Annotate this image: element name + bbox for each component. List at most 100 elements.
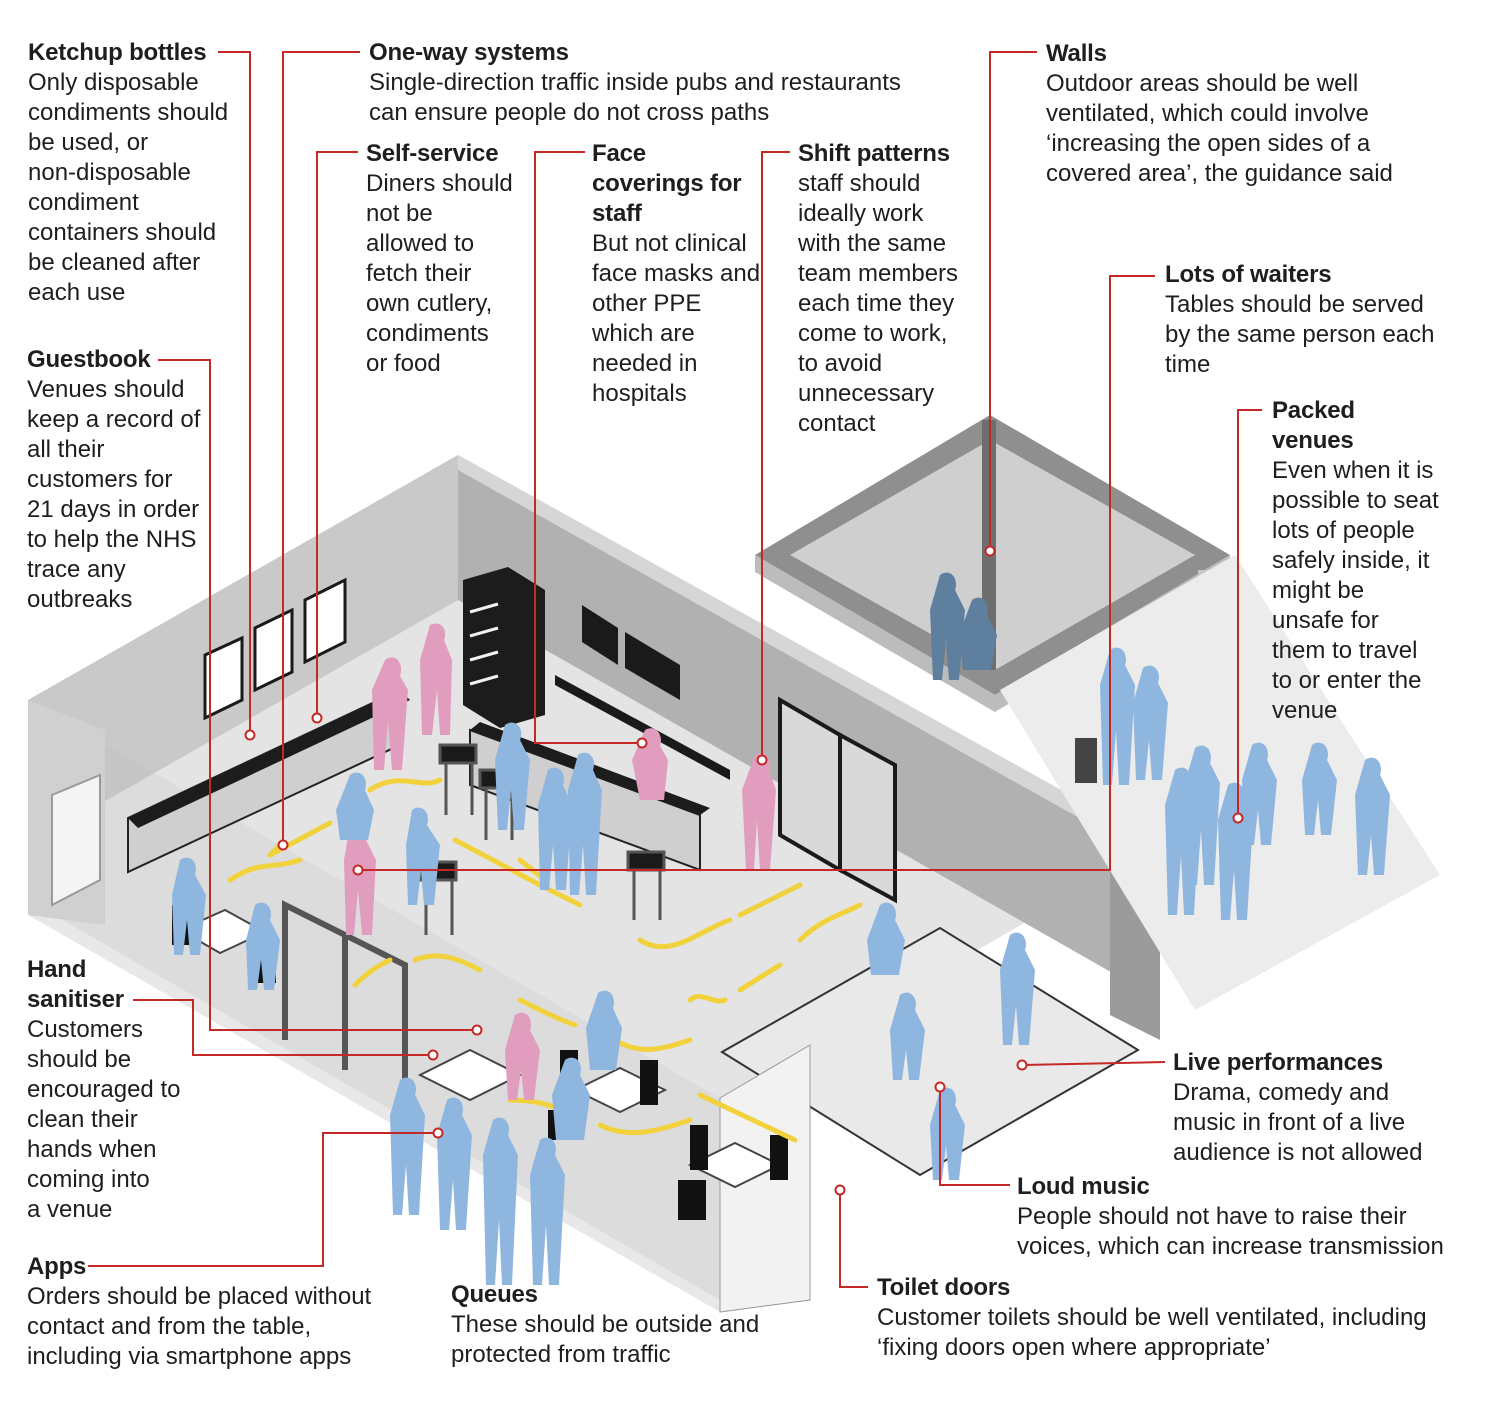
callout-line: clean their <box>27 1106 138 1133</box>
leader-live <box>1021 1061 1166 1066</box>
callout-loud-music: Loud music People should not have to rai… <box>1017 1172 1444 1262</box>
callout-line: condiment <box>28 189 139 216</box>
callout-line: Even when it is <box>1272 457 1434 484</box>
callout-line: covered area’, the guidance said <box>1046 160 1393 187</box>
callout-walls: Walls Outdoor areas should be well venti… <box>1046 39 1393 189</box>
callout-title: Hand <box>27 956 87 983</box>
callout-line: to or enter the <box>1272 667 1422 694</box>
callout-line: each time they <box>798 290 955 317</box>
callout-line: with the same <box>798 230 947 257</box>
callout-line: keep a record of <box>27 406 201 433</box>
callout-title: Lots of waiters <box>1165 261 1332 288</box>
leader-ketchup <box>218 51 251 735</box>
callout-line: Orders should be placed without <box>27 1283 372 1310</box>
leader-guestbook <box>158 359 477 1031</box>
callout-title: Shift patterns <box>798 140 950 167</box>
callout-line: Single-direction traffic inside pubs and… <box>369 69 901 96</box>
callout-line: contact and from the table, <box>27 1313 312 1340</box>
leader-oneway <box>282 51 360 845</box>
callout-line: not be <box>366 200 433 227</box>
callout-line: to help the NHS <box>27 526 197 553</box>
staff-figures <box>344 623 776 1100</box>
callout-title: Packed <box>1272 397 1355 424</box>
callout-line: Only disposable <box>28 69 199 96</box>
callout-line: unnecessary <box>798 380 935 407</box>
callout-title: sanitiser <box>27 986 124 1013</box>
callout-line: be cleaned after <box>28 249 201 276</box>
callout-line: which are <box>592 320 695 347</box>
leader-face <box>534 151 642 744</box>
callout-line: trace any <box>27 556 126 583</box>
callout-line: Diners should <box>366 170 513 197</box>
toilet-area <box>719 1044 811 1313</box>
callout-live-performances: Live performances Drama, comedy and musi… <box>1173 1048 1423 1168</box>
callout-line: ideally work <box>798 200 924 227</box>
leader-waiters <box>358 275 1155 871</box>
callout-line: team members <box>798 260 959 287</box>
callout-line: music in front of a live <box>1173 1109 1406 1136</box>
callout-title: coverings for <box>592 170 742 197</box>
callout-face-coverings: Face coverings for staff But not clinica… <box>592 139 760 409</box>
callout-line: voices, which can increase transmission <box>1017 1233 1444 1260</box>
bar-stools <box>418 743 666 935</box>
callout-line: These should be outside and <box>451 1311 760 1338</box>
callout-line: Tables should be served <box>1165 291 1424 318</box>
callout-line: customers for <box>27 466 173 493</box>
callout-line: a venue <box>27 1196 113 1223</box>
callout-toilet-doors: Toilet doors Customer toilets should be … <box>877 1273 1427 1363</box>
callout-line: possible to seat <box>1272 487 1439 514</box>
callout-line: But not clinical <box>592 230 747 257</box>
callout-hand-sanitiser: Hand sanitiser Customers should be encou… <box>27 955 180 1225</box>
callout-line: Drama, comedy and <box>1173 1079 1390 1106</box>
callout-queues: Queues These should be outside and prote… <box>451 1280 759 1370</box>
callout-line: coming into <box>27 1166 150 1193</box>
callout-line: including via smartphone apps <box>27 1343 352 1370</box>
wall-dispenser <box>1075 738 1097 783</box>
fridge-shelves <box>469 602 499 686</box>
callout-line: 21 days in order <box>27 496 200 523</box>
callout-line: should be <box>27 1046 132 1073</box>
callout-self-service: Self-service Diners should not be allowe… <box>366 139 513 379</box>
callout-title: Ketchup bottles <box>28 39 207 66</box>
fridge <box>463 567 545 728</box>
right-wall-top <box>458 455 1160 852</box>
callout-line: be used, or <box>28 129 149 156</box>
callout-line: Venues should <box>27 376 185 403</box>
callout-title: Face <box>592 140 646 167</box>
callout-line: audience is not allowed <box>1173 1139 1423 1166</box>
leader-selfservice <box>316 151 358 718</box>
callout-line: to avoid <box>798 350 883 377</box>
callout-line: other PPE <box>592 290 702 317</box>
leader-dots <box>244 545 1244 1196</box>
callout-line: ventilated, which could involve <box>1046 100 1369 127</box>
callout-line: Customer toilets should be well ventilat… <box>877 1304 1427 1331</box>
leader-shift <box>761 151 790 760</box>
callout-line: condiments should <box>28 99 229 126</box>
callout-title: One-way systems <box>369 39 569 66</box>
callout-line: non-disposable <box>28 159 191 186</box>
callout-line: time <box>1165 351 1211 378</box>
callout-title: venues <box>1272 427 1354 454</box>
leader-toilet <box>839 1190 868 1288</box>
callout-line: allowed to <box>366 230 475 257</box>
leader-hand <box>133 999 433 1056</box>
callout-line: Customers <box>27 1016 144 1043</box>
callout-title: Live performances <box>1173 1049 1384 1076</box>
leader-lines <box>88 51 1262 1288</box>
callout-line: needed in <box>592 350 698 377</box>
callout-line: People should not have to raise their <box>1017 1203 1407 1230</box>
callout-line: unsafe for <box>1272 607 1379 634</box>
callout-title: staff <box>592 200 642 227</box>
menu-boards <box>582 605 680 700</box>
callout-line: hands when <box>27 1136 157 1163</box>
callout-line: can ensure people do not cross paths <box>369 99 770 126</box>
leader-walls <box>989 51 1037 551</box>
side-door <box>51 773 101 907</box>
callout-line: encouraged to <box>27 1076 181 1103</box>
callout-line: safely inside, it <box>1272 547 1430 574</box>
callout-title: Queues <box>451 1281 538 1308</box>
callout-title: Guestbook <box>27 346 151 373</box>
callout-lots-of-waiters: Lots of waiters Tables should be served … <box>1165 260 1435 380</box>
